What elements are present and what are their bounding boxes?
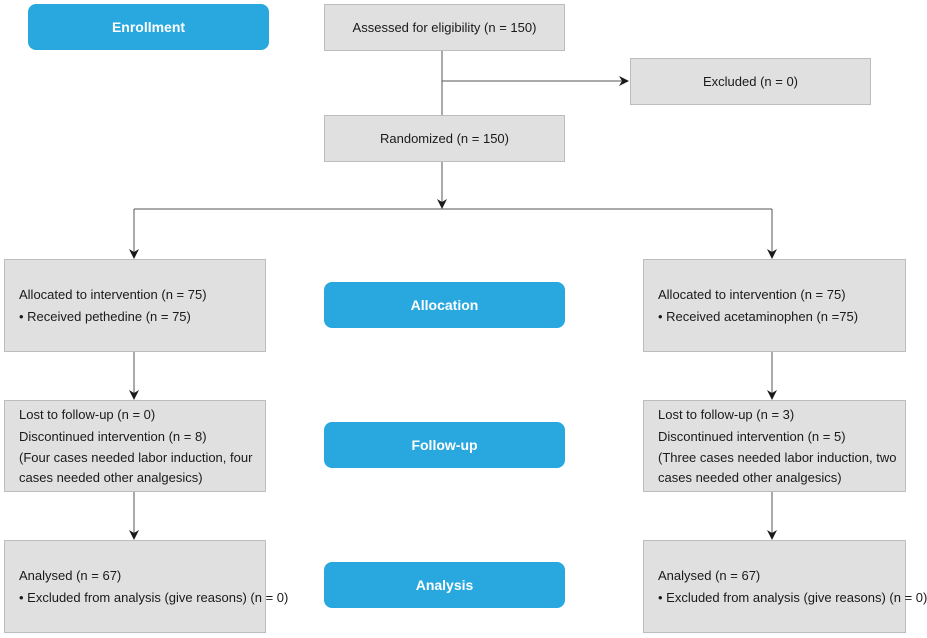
left-received-text: • Received pethedine (n = 75) — [19, 308, 191, 324]
excluded-text: Excluded (n = 0) — [702, 73, 799, 89]
right-lost-text: Lost to follow-up (n = 3) — [658, 407, 795, 422]
right-discontinued-text: Discontinued intervention (n = 5) — [658, 429, 846, 444]
left-analysed-text: Analysed (n = 67) — [19, 567, 122, 583]
assessed-text: Assessed for eligibility (n = 150) — [352, 19, 537, 35]
right-allocation-box: Allocated to intervention (n = 75) • Rec… — [643, 259, 906, 352]
randomized-text: Randomized (n = 150) — [380, 130, 509, 146]
stage-allocation-label: Allocation — [410, 297, 479, 313]
excluded-box: Excluded (n = 0) — [630, 58, 871, 105]
left-excluded-analysis-text: • Excluded from analysis (give reasons) … — [19, 589, 289, 605]
right-analysed-text: Analysed (n = 67) — [658, 567, 761, 583]
stage-follow-up: Follow-up — [324, 422, 565, 468]
stage-follow-up-label: Follow-up — [411, 437, 478, 453]
left-analysis-box: Analysed (n = 67) • Excluded from analys… — [4, 540, 289, 633]
stage-enrollment-label: Enrollment — [111, 19, 186, 35]
left-allocated-text: Allocated to intervention (n = 75) — [19, 286, 207, 302]
left-lost-text: Lost to follow-up (n = 0) — [19, 407, 156, 422]
right-reason-text: (Three cases needed labor induction, two… — [658, 450, 897, 485]
left-reason-text: (Four cases needed labor induction, four… — [19, 450, 253, 485]
left-discontinued-text: Discontinued intervention (n = 8) — [19, 429, 207, 444]
right-allocated-text: Allocated to intervention (n = 75) — [658, 286, 846, 302]
left-followup-box: Lost to follow-up (n = 0) Discontinued i… — [4, 400, 266, 492]
stage-analysis: Analysis — [324, 562, 565, 608]
stage-allocation: Allocation — [324, 282, 565, 328]
right-followup-box: Lost to follow-up (n = 3) Discontinued i… — [643, 400, 906, 492]
left-allocation-box: Allocated to intervention (n = 75) • Rec… — [4, 259, 266, 352]
assessed-box: Assessed for eligibility (n = 150) — [324, 4, 565, 51]
right-excluded-analysis-text: • Excluded from analysis (give reasons) … — [658, 589, 927, 605]
stage-enrollment: Enrollment — [28, 4, 269, 50]
stage-analysis-label: Analysis — [415, 577, 474, 593]
right-received-text: • Received acetaminophen (n =75) — [658, 308, 859, 324]
randomized-box: Randomized (n = 150) — [324, 115, 565, 162]
right-analysis-box: Analysed (n = 67) • Excluded from analys… — [643, 540, 927, 633]
